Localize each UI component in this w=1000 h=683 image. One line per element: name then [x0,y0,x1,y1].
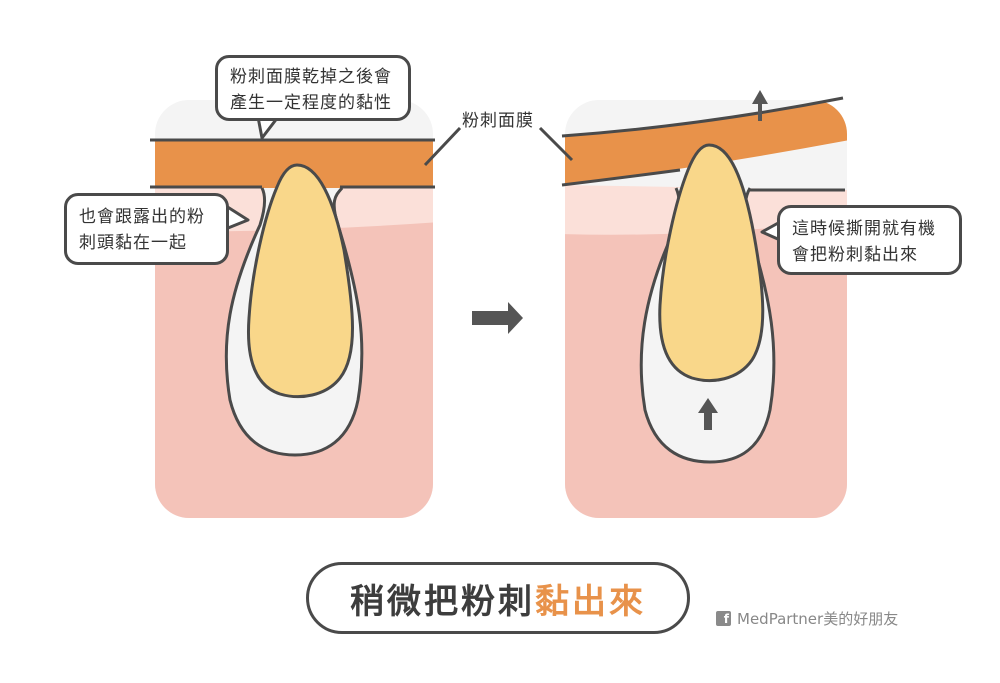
facebook-icon: f [716,611,731,626]
after-panel [565,100,847,518]
mask-label: 粉刺面膜 [462,111,534,131]
mask-up-arrow [752,90,768,121]
callout-line-2: 會把粉刺黏出來 [792,245,918,265]
callout-mask-dries-sticky: 粉刺面膜乾掉之後會 產生一定程度的黏性 [215,55,411,121]
diagram-title: 稍微把粉刺黏出來 [306,562,690,634]
comedone-up-arrow [698,398,718,430]
callout-line-2: 產生一定程度的黏性 [230,93,392,113]
bubble-tail-right-mid [760,220,781,242]
callout-peel-removes: 這時候撕開就有機 會把粉刺黏出來 [777,205,962,275]
title-highlight: 黏出來 [535,581,646,622]
callout-line-1: 粉刺面膜乾掉之後會 [230,67,392,87]
pointer-line-left [423,126,462,167]
callout-sticks-to-comedone: 也會跟露出的粉 刺頭黏在一起 [64,193,229,265]
lifted-mask-strip [565,100,847,185]
brand-name: MedPartner美的好朋友 [737,610,899,628]
title-normal: 稍微把粉刺 [350,581,535,622]
transition-arrow [472,302,523,334]
brand-watermark: f MedPartner美的好朋友 [716,608,898,629]
pointer-line-right [538,126,574,162]
callout-line-1: 也會跟露出的粉 [79,207,205,227]
callout-line-2: 刺頭黏在一起 [79,233,187,253]
bubble-tail-left-mid [225,204,250,230]
comedone-left [246,163,354,399]
callout-line-1: 這時候撕開就有機 [792,219,936,239]
bubble-tail-left-top [256,116,280,140]
comedone-right [658,143,765,382]
